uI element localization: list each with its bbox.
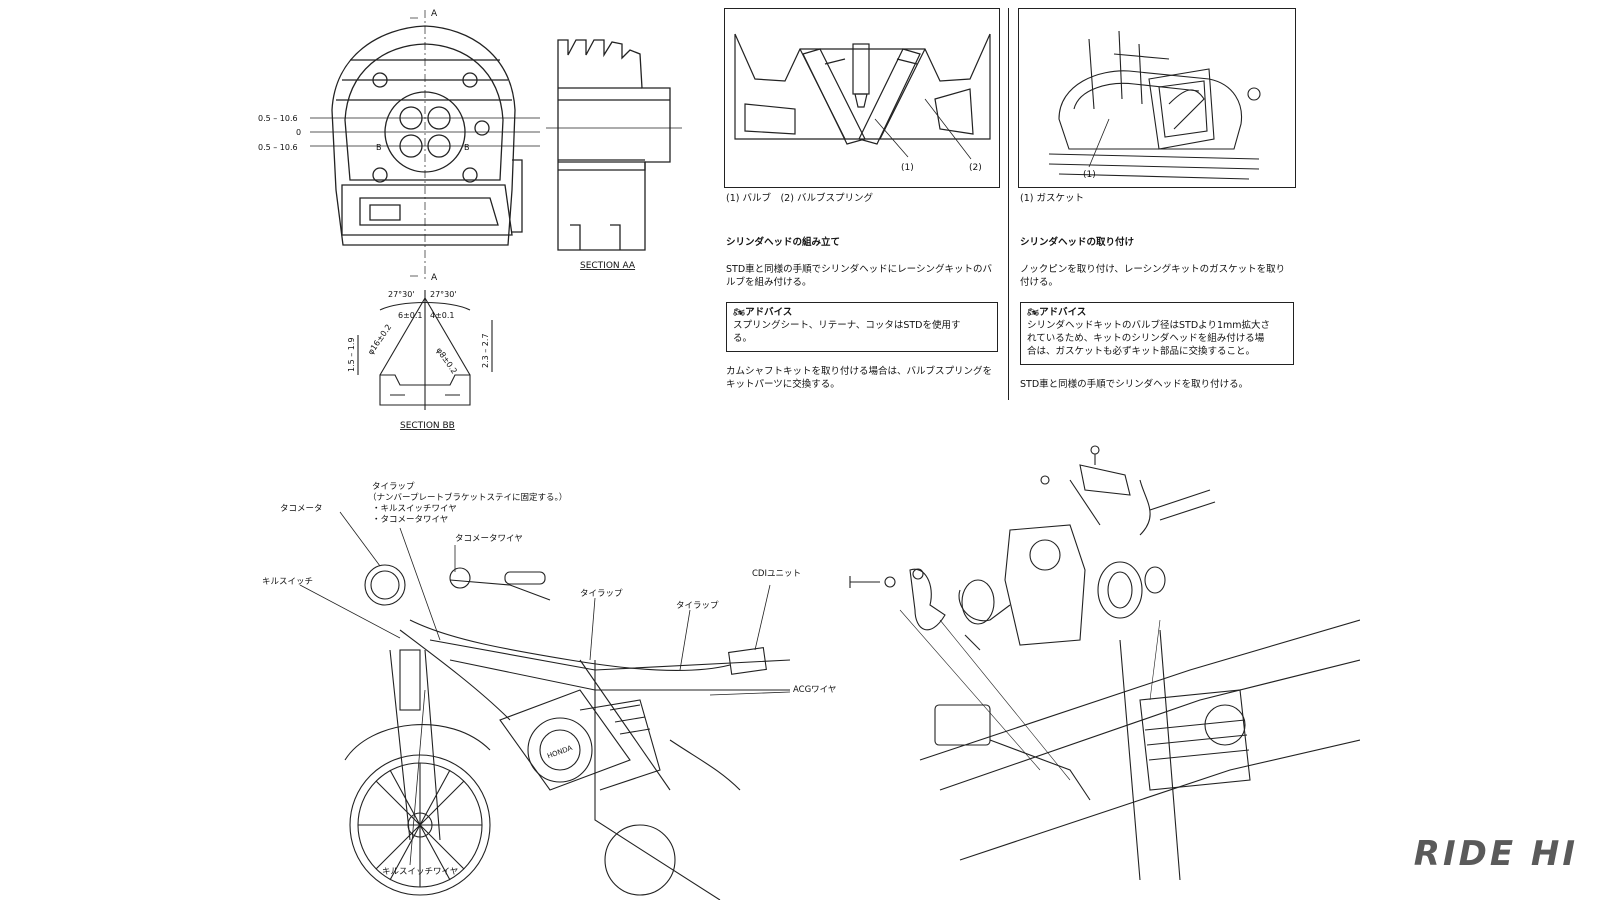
- wiring-diagram: HONDA: [299, 511, 791, 900]
- section-aa-label: SECTION AA: [580, 261, 636, 271]
- label-tie-wrap-note: （ナンバープレートブラケットステイに固定する。）: [368, 493, 568, 503]
- gasket-advice-line1: シリンダヘッドキットのバルブ径はSTDより1mm拡大さ: [1027, 320, 1271, 331]
- gasket-advice-line3: 合は、ガスケットも必ずキット部品に交換すること。: [1027, 346, 1256, 357]
- dim-6: 6±0.1: [398, 311, 423, 320]
- label-kill-switch-wire: キルスイッチワイヤ: [382, 867, 459, 877]
- dim-4: 4±0.1: [430, 311, 455, 320]
- valve-caption: (1) バルブ (2) バルブスプリング: [726, 193, 873, 204]
- label-tie-wrap-3: タイラップ: [676, 601, 719, 611]
- gasket-body-2: 付ける。: [1020, 277, 1059, 288]
- moto-icon: 🏍: [1027, 307, 1040, 318]
- label-kill-wire-item: ・キルスイッチワイヤ: [372, 504, 457, 514]
- moto-icon: 🏍: [733, 307, 746, 318]
- label-tie-wrap-top: タイラップ: [372, 482, 415, 492]
- valve-callout-1: (1): [901, 163, 914, 173]
- label-tacho-wire-item: ・タコメータワイヤ: [372, 515, 449, 525]
- gasket-note-1: STD車と同様の手順でシリンダヘッドを取り付ける。: [1020, 379, 1249, 390]
- valve-illustration-frame: (1) (2): [724, 8, 1000, 188]
- carburetor-exploded-view: [849, 445, 1360, 881]
- valve-advice-box: 🏍アドバイス スプリングシート、リテーナ、コッタはSTDを使用す る。: [726, 302, 998, 352]
- label-a-bottom: A: [431, 273, 438, 283]
- dim-lower: 0.5 – 10.6: [258, 143, 298, 152]
- dim-zero: 0: [296, 128, 301, 137]
- valve-callout-2: (2): [969, 163, 982, 173]
- angle-left: 27°30': [388, 290, 415, 299]
- valve-illustration: (1) (2): [734, 33, 991, 173]
- valve-note-1: カムシャフトキットを取り付ける場合は、バルブスプリングを: [726, 366, 993, 377]
- label-tie-wrap-2: タイラップ: [580, 589, 623, 599]
- gasket-callout-1: (1): [1083, 170, 1096, 180]
- valve-advice-line1: スプリングシート、リテーナ、コッタはSTDを使用す: [733, 320, 961, 331]
- gasket-advice-title: アドバイス: [1039, 307, 1087, 318]
- label-kill-switch: キルスイッチ: [262, 577, 314, 587]
- gasket-caption: (1) ガスケット: [1020, 193, 1084, 204]
- cylinder-head-drawing: A A 0.5 – 10.6 0 0.5 – 10.6 B B SECTION …: [258, 9, 682, 431]
- label-tacho-wire: タコメータワイヤ: [455, 534, 523, 544]
- column-divider: [1008, 8, 1009, 400]
- ride-hi-logo: RIDE HI: [1413, 834, 1578, 874]
- valve-body-1: STD車と同様の手順でシリンダヘッドにレーシングキットのバ: [726, 264, 992, 275]
- valve-advice-line2: る。: [733, 333, 753, 344]
- dim-upper: 0.5 – 10.6: [258, 114, 298, 123]
- label-a-top: A: [431, 9, 438, 19]
- gasket-illustration: (1): [1048, 30, 1261, 180]
- gasket-advice-line2: れているため、キットのシリンダヘッドを組み付ける場: [1027, 333, 1265, 344]
- dim-phi16: φ16±0.2: [366, 323, 393, 357]
- dim-15: 1.5 – 1.9: [347, 337, 356, 372]
- gasket-advice-box: 🏍アドバイス シリンダヘッドキットのバルブ径はSTDより1mm拡大さ れているた…: [1020, 302, 1294, 365]
- valve-heading: シリンダヘッドの組み立て: [726, 237, 841, 248]
- dim-23: 2.3 – 2.7: [481, 333, 490, 368]
- gasket-heading: シリンダヘッドの取り付け: [1020, 237, 1135, 248]
- section-bb-label: SECTION BB: [400, 421, 455, 431]
- valve-body-2: ルブを組み付ける。: [726, 277, 812, 288]
- gasket-illustration-frame: (1): [1018, 8, 1296, 188]
- label-tachometer: タコメータ: [280, 504, 323, 514]
- label-b-left: B: [376, 143, 382, 152]
- engine-logo: HONDA: [546, 744, 573, 761]
- valve-advice-title: アドバイス: [745, 307, 793, 318]
- angle-right: 27°30': [430, 290, 457, 299]
- valve-note-2: キットパーツに交換する。: [726, 379, 840, 390]
- label-b-right: B: [464, 143, 470, 152]
- label-cdi-unit: CDIユニット: [752, 569, 801, 579]
- label-acg-wire: ACGワイヤ: [793, 685, 837, 695]
- gasket-body-1: ノックピンを取り付け、レーシングキットのガスケットを取り: [1020, 264, 1286, 275]
